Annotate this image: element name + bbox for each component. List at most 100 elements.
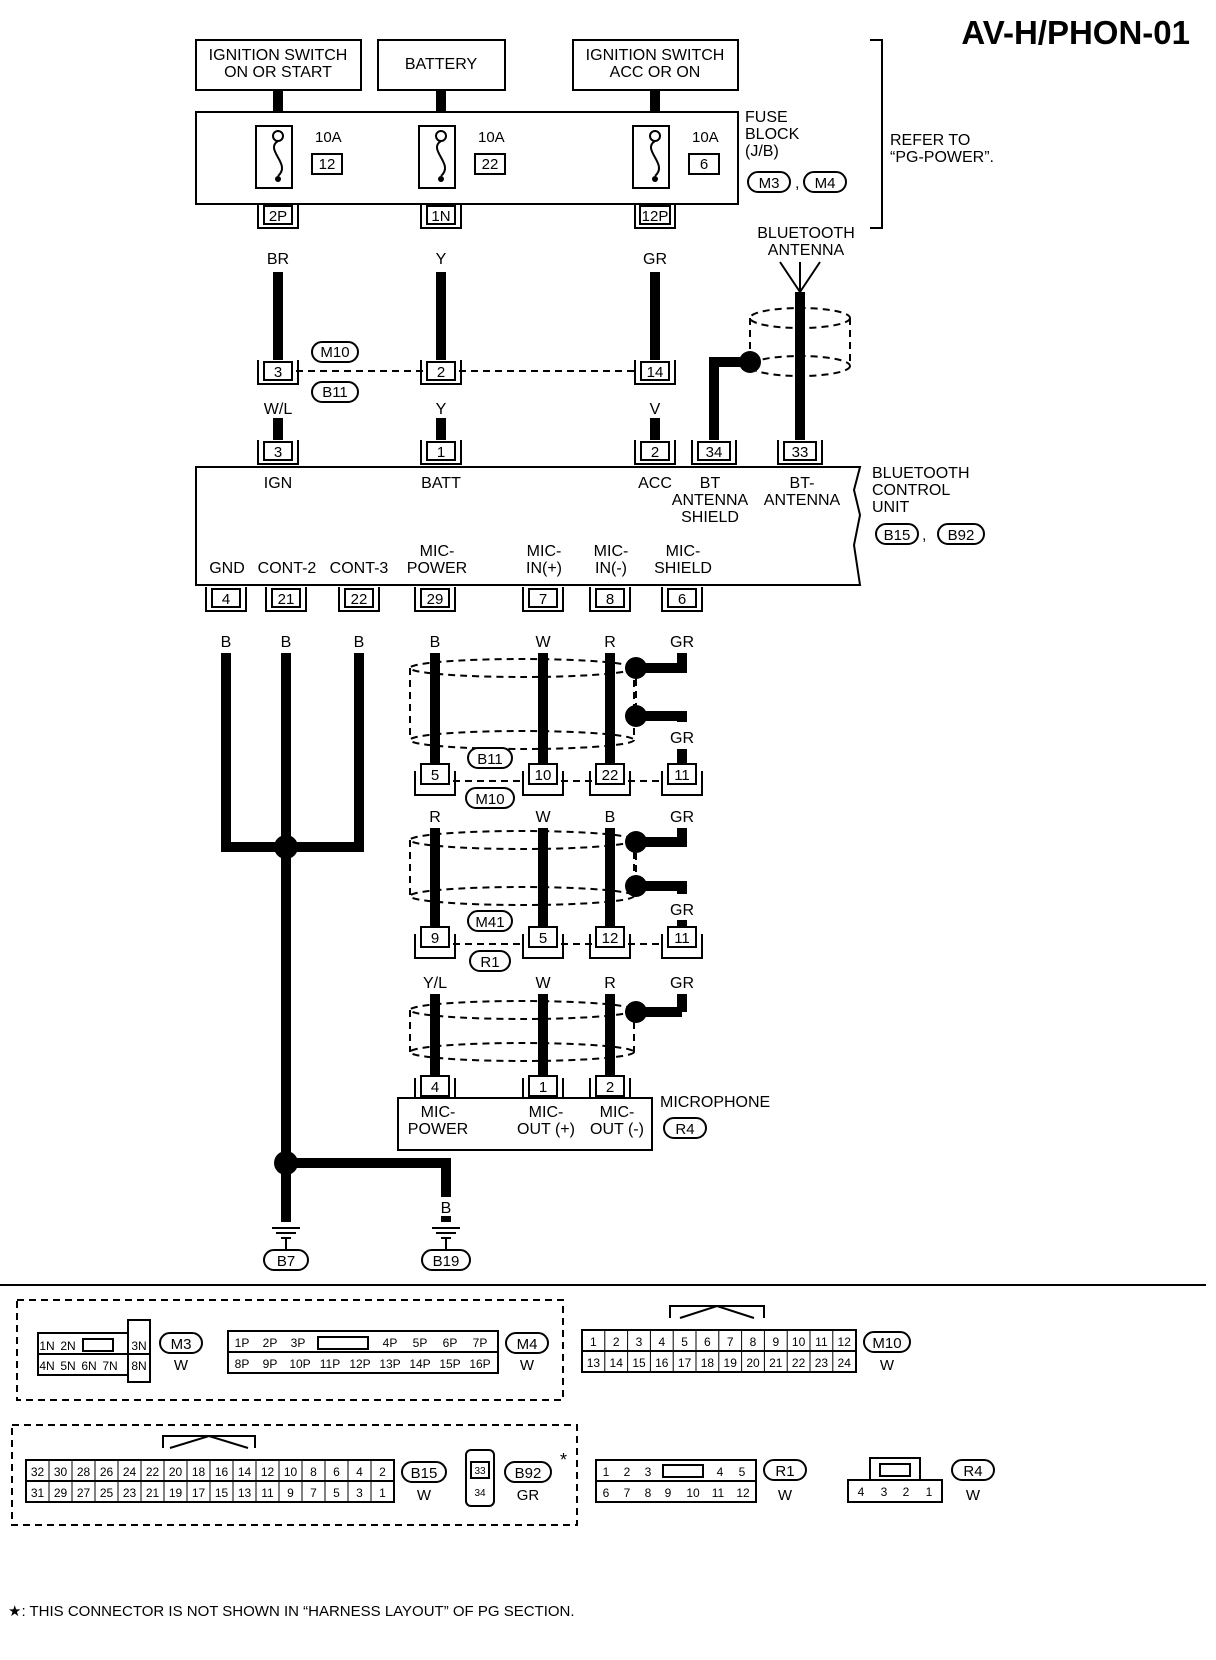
connector-pin-label: 9 (287, 1486, 294, 1500)
connector-view-m4: 1P 2P 3P 4P 5P 6P 7P 8P 9P 10P 11P 12P 1… (227, 1330, 549, 1374)
svg-text:4P: 4P (383, 1336, 398, 1350)
svg-text:11: 11 (674, 767, 690, 784)
footnote: ★: THIS CONNECTOR IS NOT SHOWN IN “HARNE… (8, 1603, 575, 1620)
svg-text:7N: 7N (102, 1359, 117, 1373)
connector-pin-label: 23 (123, 1486, 137, 1500)
svg-text:W: W (417, 1487, 432, 1504)
svg-text:M10: M10 (872, 1335, 901, 1352)
connector-pin-label: 29 (54, 1486, 68, 1500)
svg-text:5: 5 (739, 1465, 746, 1479)
connector-tag-m3: M3 (747, 171, 791, 193)
svg-text:3P: 3P (291, 1336, 306, 1350)
connector-pin-label: 11 (261, 1486, 274, 1500)
connector-pin-label: 13 (238, 1486, 252, 1500)
svg-text:MIC-POWER: MIC-POWER (408, 1104, 468, 1138)
terminal-2p: 2P (257, 204, 299, 229)
svg-text:34: 34 (706, 444, 723, 461)
svg-text:8P: 8P (235, 1357, 250, 1371)
wire-color-y: Y (436, 251, 447, 268)
svg-text:1: 1 (437, 444, 445, 461)
svg-text:B: B (430, 634, 441, 651)
connector-pin-label: 14 (610, 1356, 624, 1370)
svg-text:CONT-3: CONT-3 (330, 560, 389, 577)
svg-text:15P: 15P (439, 1357, 460, 1371)
svg-text:5: 5 (539, 930, 547, 947)
svg-text:MIC-SHIELD: MIC-SHIELD (654, 543, 712, 577)
svg-text:4: 4 (431, 1079, 439, 1096)
svg-text:MIC-OUT (-): MIC-OUT (-) (590, 1104, 644, 1138)
connector-view-b92: 33 34 B92 GR * (465, 1449, 567, 1507)
svg-text:MIC-IN(+): MIC-IN(+) (526, 543, 562, 577)
terminal-12p: 12P (634, 204, 676, 229)
svg-text:GR: GR (670, 809, 694, 826)
svg-text:7: 7 (624, 1486, 631, 1500)
svg-text:Y/L: Y/L (423, 975, 447, 992)
connector-pin-label: 12 (261, 1465, 275, 1479)
svg-text:8N: 8N (131, 1359, 146, 1373)
mic-shield-lower (409, 1000, 682, 1062)
connector-pin-label: 27 (77, 1486, 91, 1500)
svg-text:8: 8 (606, 591, 614, 608)
svg-text:16P: 16P (469, 1357, 490, 1371)
source-label: BATTERY (405, 56, 478, 73)
connector-pin-label: 15 (215, 1486, 229, 1500)
svg-text:33: 33 (792, 444, 809, 461)
connector-pin-label: 5 (333, 1486, 340, 1500)
connector-pin-label: 21 (769, 1356, 783, 1370)
svg-text:10A: 10A (692, 129, 719, 146)
svg-text:10P: 10P (289, 1357, 310, 1371)
ground-wiring: B B B7 B19 (221, 653, 471, 1271)
svg-text:4: 4 (717, 1465, 724, 1479)
svg-text:14P: 14P (409, 1357, 430, 1371)
connector-pin-label: 5 (681, 1335, 688, 1349)
connector-pin-label: 31 (31, 1486, 45, 1500)
svg-text:B92: B92 (515, 1465, 542, 1482)
connector-pin-label: 2 (613, 1335, 620, 1349)
svg-text:6: 6 (678, 591, 686, 608)
svg-text:2P: 2P (269, 208, 287, 225)
svg-text:10: 10 (535, 767, 552, 784)
svg-text:1N: 1N (431, 208, 450, 225)
svg-text:B: B (281, 634, 292, 651)
connector-pin-label: 9 (772, 1335, 779, 1349)
connector-pin-label: 23 (815, 1356, 829, 1370)
svg-text:4: 4 (858, 1485, 865, 1499)
svg-text:,: , (922, 527, 926, 544)
svg-text:21: 21 (278, 591, 295, 608)
svg-text:M4: M4 (517, 1336, 538, 1353)
source-battery: BATTERY (377, 39, 506, 91)
svg-text:10: 10 (686, 1486, 700, 1500)
svg-text:GR: GR (670, 902, 694, 919)
svg-text:1N: 1N (39, 1339, 54, 1353)
svg-text:14: 14 (647, 364, 664, 381)
svg-text:R1: R1 (775, 1463, 794, 1480)
svg-text:MIC-POWER: MIC-POWER (407, 543, 467, 577)
svg-text:6P: 6P (443, 1336, 458, 1350)
connector-pin-label: 16 (215, 1465, 229, 1479)
connector-pin-label: 19 (724, 1356, 738, 1370)
svg-text:1: 1 (539, 1079, 547, 1096)
connector-pin-label: 15 (632, 1356, 646, 1370)
connector-pin-label: 28 (77, 1465, 91, 1479)
connector-pin-label: 2 (379, 1465, 386, 1479)
microphone-label: MICROPHONE (660, 1094, 770, 1111)
svg-text:M10: M10 (475, 791, 504, 808)
svg-text:12: 12 (602, 930, 619, 947)
svg-text:CONT-2: CONT-2 (258, 560, 317, 577)
refer-bracket: REFER TO“PG-POWER”. (870, 39, 994, 229)
svg-text:B: B (221, 634, 232, 651)
svg-text:W: W (535, 634, 551, 651)
connector-pin-label: 24 (123, 1465, 137, 1479)
wire-color-gr: GR (643, 251, 667, 268)
svg-text:BATT: BATT (421, 475, 461, 492)
connector-view-r4: 4 3 2 1 R4 W (847, 1457, 995, 1504)
connector-view-r1: 1 2 3 4 5 6 7 8 9 10 11 12 R1 W (595, 1459, 807, 1504)
connector-pin-label: 18 (701, 1356, 715, 1370)
